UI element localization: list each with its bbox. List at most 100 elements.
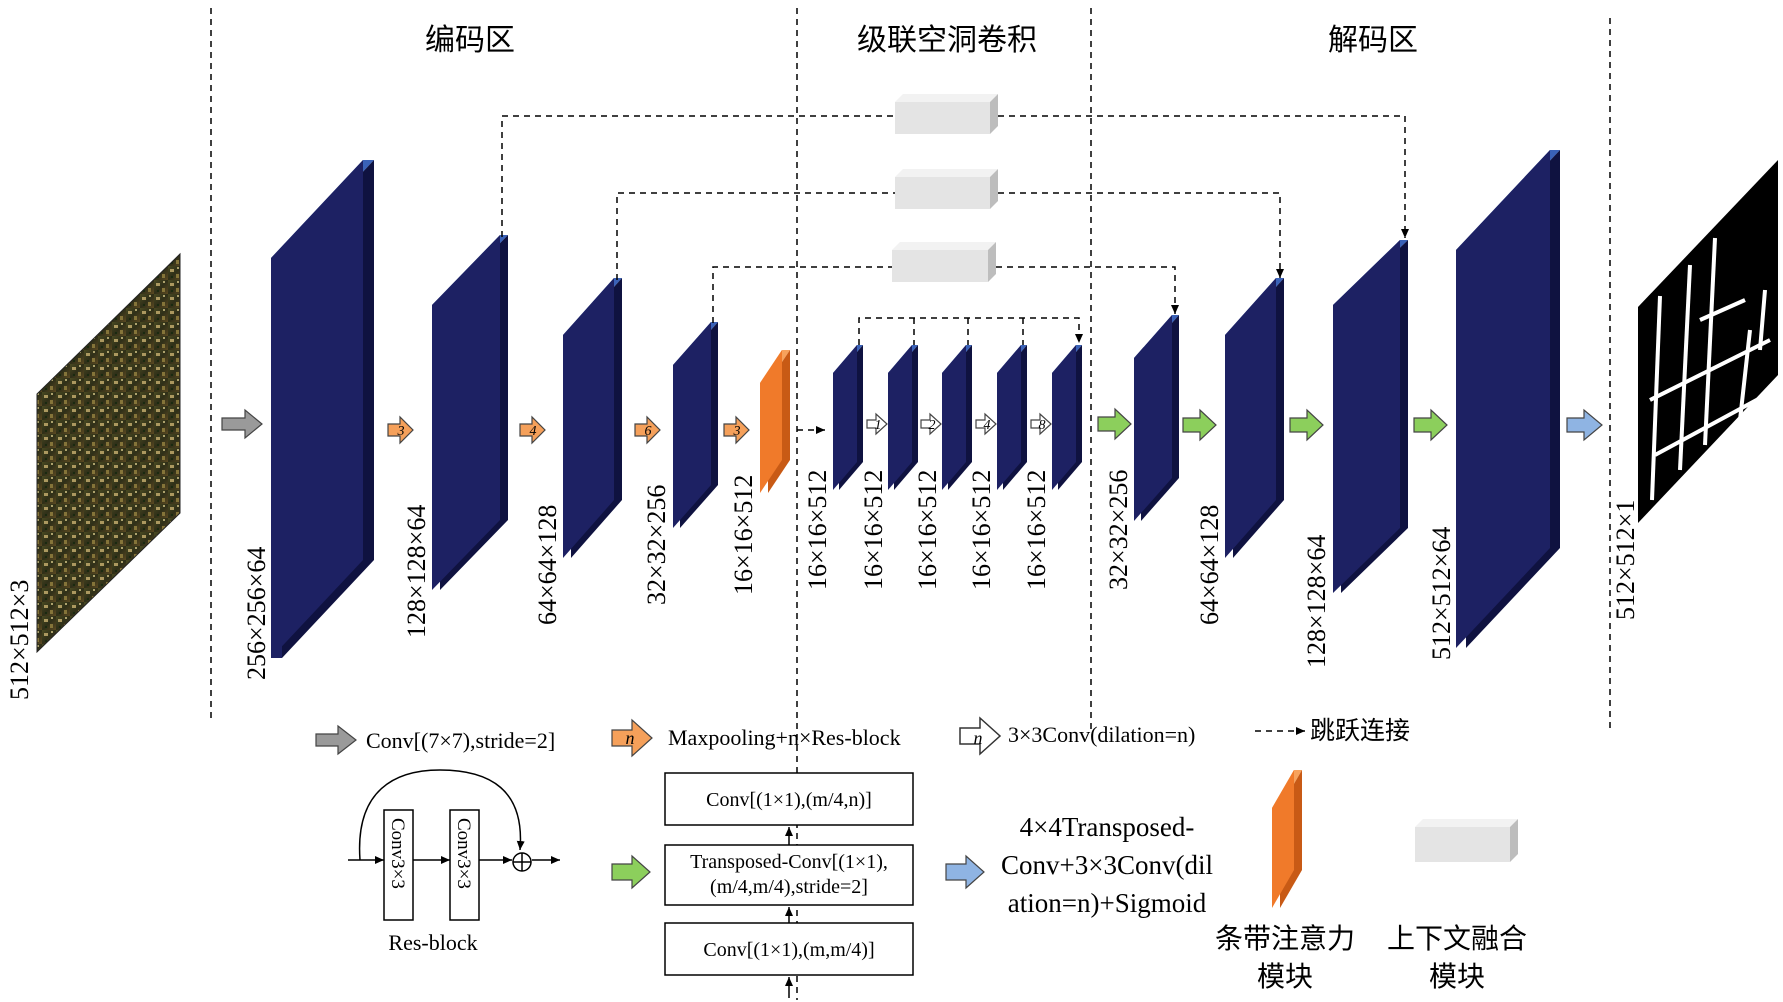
dim-d2: 64×64×128 (1195, 505, 1224, 625)
encoder-block-2 (432, 235, 508, 590)
legend-arrow-dilated (959, 716, 1002, 756)
dim-c4: 16×16×512 (967, 470, 996, 590)
arrow-num-pool3: 6 (645, 424, 652, 439)
arrow-pool-4 (723, 415, 750, 445)
dim-d4: 512×512×64 (1427, 527, 1456, 660)
decoder-block-2 (1225, 278, 1284, 558)
skip-line-2b (998, 192, 1284, 278)
cascade-block-4 (997, 345, 1027, 490)
resblock-label: Res-block (388, 930, 477, 955)
arrow-pool-3 (634, 415, 661, 445)
arrow-pool-2 (519, 415, 546, 445)
legend-attention-label-1: 条带注意力 (1215, 922, 1355, 955)
dim-output: 512×512×1 (1611, 500, 1640, 620)
section-title-cascade: 级联空洞卷积 (857, 23, 1037, 58)
decoder-bot-label: Conv[(1×1),(m,m/4)] (703, 939, 874, 961)
legend-attention-block (1272, 770, 1302, 908)
arrow-dilated-2 (920, 412, 942, 436)
dim-e4: 32×32×256 (642, 485, 671, 605)
final-label-2: Conv+3×3Conv(dil (1001, 850, 1213, 880)
arrow-decoder-3 (1289, 408, 1324, 442)
arrow-num-pool4: 3 (733, 424, 741, 439)
encoder-block-3 (563, 278, 622, 558)
legend-arrow-maxpool (611, 718, 653, 758)
context-fusion-box-3 (892, 242, 996, 282)
dim-e1: 256×256×64 (242, 547, 271, 680)
arrow-dilated-3 (975, 412, 997, 436)
arrow-conv7x7 (221, 408, 263, 440)
arrow-decoder-4 (1413, 408, 1448, 442)
cascade-block-1 (833, 345, 863, 490)
resblock-conv1-label: Conv3×3 (387, 818, 408, 889)
legend-conv-label: Conv[(7×7),stride=2] (366, 728, 555, 753)
skip-line-3a (712, 266, 892, 323)
output-mask-image (1638, 160, 1778, 523)
arrow-num-pool2: 4 (530, 424, 537, 439)
decoder-mid-label-1: Transposed-Conv[(1×1), (690, 851, 888, 873)
decoder-detail (664, 772, 914, 998)
legend-dilated-n: n (974, 728, 983, 748)
resblock-conv1-box (383, 809, 414, 921)
decoder-top-box (664, 772, 914, 826)
arrow-dilated-1 (866, 412, 888, 436)
dim-e3: 64×64×128 (533, 505, 562, 625)
decoder-mid-label-2: (m/4,m/4),stride=2] (710, 876, 868, 898)
legend-maxpool-label: Maxpooling+n×Res-block (668, 725, 901, 750)
dim-d1: 32×32×256 (1104, 470, 1133, 590)
final-label-1: 4×4Transposed- (1020, 812, 1195, 842)
legend-context-label-2: 模块 (1429, 960, 1485, 993)
legend-dilated-label: 3×3Conv(dilation=n) (1008, 722, 1195, 747)
decoder-block-1 (1134, 315, 1179, 521)
legend-context-box (1415, 819, 1518, 862)
dim-e2: 128×128×64 (402, 505, 431, 638)
cascade-block-2 (888, 345, 918, 490)
cascade-block-5 (1052, 345, 1082, 490)
final-label-3: ation=n)+Sigmoid (1008, 888, 1207, 918)
arrow-decoder-2 (1182, 408, 1217, 442)
skip-cascade-top (858, 317, 1083, 345)
resblock-diagram (348, 769, 560, 921)
dim-d3: 128×128×64 (1302, 535, 1331, 668)
input-satellite-image (36, 252, 181, 654)
skip-line-3b (996, 266, 1179, 314)
decoder-mid-box (664, 844, 914, 906)
legend-context-label-1: 上下文融合 (1387, 922, 1527, 955)
resblock-conv2-box (449, 809, 480, 921)
legend-arrow-final (945, 854, 985, 890)
section-title-encoder: 编码区 (425, 23, 515, 58)
arrow-decoder-1 (1097, 407, 1132, 441)
legend-maxpool-n: n (626, 728, 635, 748)
context-fusion-box-1 (895, 94, 998, 134)
skip-connections (501, 115, 1409, 434)
section-title-decoder: 解码区 (1328, 23, 1418, 58)
legend: Conv[(7×7),stride=2] n Maxpooling+n×Res-… (315, 716, 1410, 758)
legend-attention-label-2: 模块 (1257, 960, 1313, 993)
dim-c2: 16×16×512 (859, 470, 888, 590)
skip-line-1b (998, 115, 1409, 238)
arrow-num-dil2: 2 (929, 418, 936, 433)
main-arrows (221, 407, 1603, 445)
decoder-bot-box (664, 922, 914, 976)
decoder-block-3 (1333, 240, 1408, 593)
encoder-block-1 (271, 160, 374, 658)
dim-c1: 16×16×512 (803, 470, 832, 590)
arrow-num-dil1: 1 (875, 418, 882, 433)
dim-input: 512×512×3 (5, 580, 34, 700)
arrow-num-pool1: 3 (397, 424, 405, 439)
arrow-num-dil3: 4 (984, 418, 991, 433)
arrow-pool-1 (387, 415, 414, 445)
encoder-block-4 (673, 322, 718, 528)
decoder-top-label: Conv[(1×1),(m/4,n)] (706, 789, 872, 811)
strip-attention-block (760, 350, 790, 493)
arrow-num-dil4: 8 (1039, 418, 1046, 433)
context-fusion-box-2 (895, 169, 998, 209)
skip-line-1a (501, 115, 895, 237)
arrow-dilated-4 (1030, 412, 1052, 436)
arrow-final (1566, 408, 1603, 442)
dim-att: 16×16×512 (729, 475, 758, 595)
dim-c5: 16×16×512 (1022, 470, 1051, 590)
cascade-block-3 (942, 345, 972, 490)
legend-arrow-conv (315, 724, 357, 756)
resblock-conv2-label: Conv3×3 (453, 818, 474, 889)
